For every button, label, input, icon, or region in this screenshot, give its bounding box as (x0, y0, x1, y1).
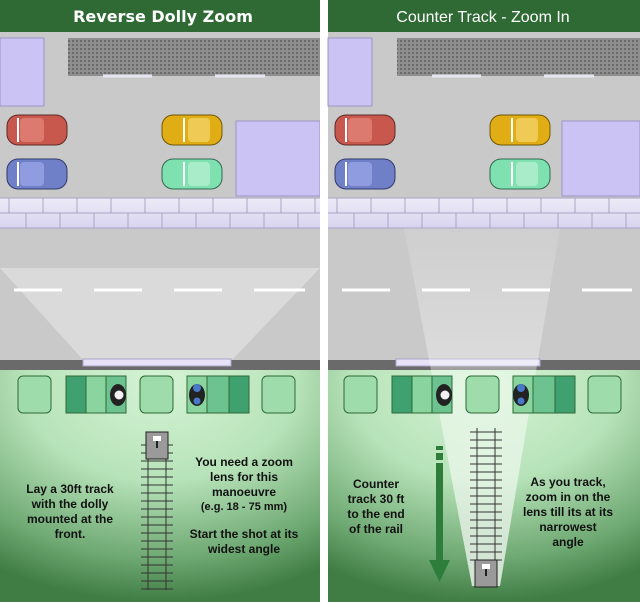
note-line: Start the shot at its (190, 527, 299, 541)
building (327, 37, 373, 107)
note-line: of the rail (349, 522, 403, 536)
note-line: Counter (353, 477, 399, 491)
panel-counter-track: Counter Track - Zoom In (327, 0, 640, 602)
building (235, 120, 321, 197)
building-roof (68, 38, 320, 76)
note-line: zoom in on the (526, 490, 611, 504)
note-line: to the end (347, 507, 404, 521)
car-blue (334, 158, 396, 190)
building-roof (397, 38, 640, 76)
panel-divider (320, 0, 328, 602)
note-line: angle (552, 535, 584, 549)
frame-marker (82, 358, 232, 367)
car-yellow (489, 114, 551, 146)
sidewalk (328, 197, 640, 229)
seating-row (343, 375, 622, 414)
camera-dolly-icon (145, 431, 169, 460)
building (0, 37, 45, 107)
person-icon (110, 384, 126, 406)
note-line: narrowest (539, 520, 596, 534)
note-line: manoeuvre (212, 485, 276, 499)
panel-title: Reverse Dolly Zoom (73, 7, 253, 26)
note-line: Lay a 30ft track (26, 482, 114, 496)
person-icon (513, 384, 529, 406)
camera-view-cone (0, 268, 320, 362)
car-red (6, 114, 68, 146)
building (561, 120, 640, 197)
car-mint (489, 158, 551, 190)
sidewalk (0, 197, 320, 229)
panel-header (0, 0, 320, 32)
dolly-track (470, 428, 502, 585)
panel-header (328, 0, 640, 32)
note-line: with the dolly (31, 497, 109, 511)
note-example: (e.g. 18 - 75 mm) (201, 501, 288, 513)
camera-dolly-icon (474, 559, 498, 588)
car-mint (161, 158, 223, 190)
note-line: lens for this (210, 470, 278, 484)
seating-row (17, 375, 296, 414)
car-red (334, 114, 396, 146)
note-line: widest angle (207, 542, 280, 556)
panel-reverse-dolly-zoom: Reverse Dolly Zoom (0, 0, 321, 602)
car-yellow (161, 114, 223, 146)
note-line: track 30 ft (348, 492, 405, 506)
note-line: lens till its at its (523, 505, 613, 519)
car-blue (6, 158, 68, 190)
person-icon (189, 384, 205, 406)
panel-title: Counter Track - Zoom In (396, 9, 569, 26)
arrow-down-icon (429, 446, 450, 582)
note-line: You need a zoom (195, 455, 293, 469)
note-line: front. (55, 527, 86, 541)
person-icon (436, 384, 452, 406)
note-line: mounted at the (27, 512, 113, 526)
note-line: As you track, (530, 475, 605, 489)
